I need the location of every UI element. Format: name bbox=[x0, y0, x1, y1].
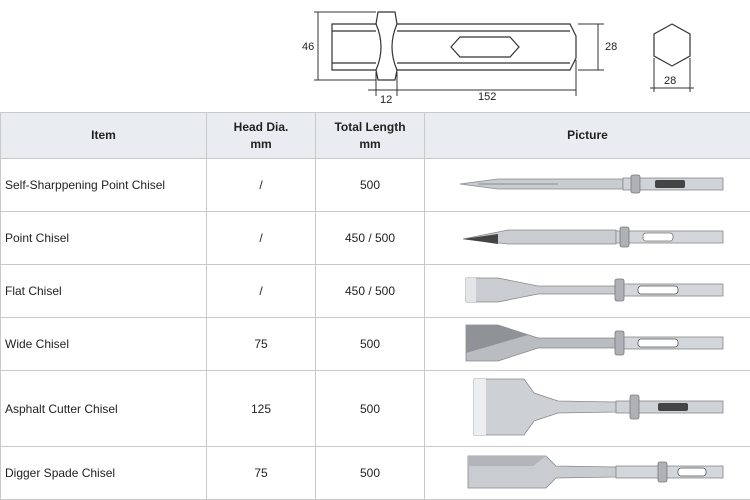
header-length-line1: Total Length bbox=[334, 119, 406, 134]
row-total-length: 500 bbox=[315, 158, 425, 212]
table-row: Wide Chisel 75 500 bbox=[0, 317, 750, 371]
row-head-dia: 75 bbox=[206, 446, 316, 500]
header-total-length: Total Length mm bbox=[315, 112, 425, 159]
table-row: Asphalt Cutter Chisel 125 500 bbox=[0, 370, 750, 447]
digger-spade-chisel-image bbox=[467, 455, 723, 488]
flat-chisel-image bbox=[465, 277, 723, 302]
dim-collar-label: 12 bbox=[380, 94, 392, 106]
table-header-row: Item Head Dia. mm Total Length mm Pictur… bbox=[0, 112, 750, 159]
shank-drawing: 46 28 12 152 28 bbox=[0, 0, 750, 112]
hex-profile-icon bbox=[653, 23, 691, 67]
chisel-spec-table: Item Head Dia. mm Total Length mm Pictur… bbox=[0, 112, 750, 500]
row-picture bbox=[424, 317, 750, 371]
dim-head-label: 46 bbox=[302, 41, 314, 53]
table-row: Self-Sharppening Point Chisel / 500 bbox=[0, 158, 750, 212]
table-row: Digger Spade Chisel 75 500 bbox=[0, 446, 750, 500]
row-item-name: Wide Chisel bbox=[0, 317, 207, 371]
row-head-dia: / bbox=[206, 264, 316, 318]
row-picture bbox=[424, 446, 750, 500]
row-head-dia: / bbox=[206, 158, 316, 212]
row-total-length: 500 bbox=[315, 317, 425, 371]
self-sharpening-point-chisel-image bbox=[459, 174, 723, 193]
row-total-length: 500 bbox=[315, 446, 425, 500]
row-head-dia: 75 bbox=[206, 317, 316, 371]
row-total-length: 500 bbox=[315, 370, 425, 447]
dim-length-label: 152 bbox=[478, 91, 496, 103]
header-length-line2: mm bbox=[359, 136, 381, 151]
header-picture: Picture bbox=[424, 112, 750, 159]
dim-hex-label: 28 bbox=[664, 75, 676, 87]
row-picture bbox=[424, 264, 750, 318]
row-item-name: Point Chisel bbox=[0, 211, 207, 265]
table-row: Point Chisel / 450 / 500 bbox=[0, 211, 750, 265]
row-picture bbox=[424, 211, 750, 265]
row-total-length: 450 / 500 bbox=[315, 264, 425, 318]
dim-shank-label: 28 bbox=[605, 41, 617, 53]
row-head-dia: / bbox=[206, 211, 316, 265]
header-item: Item bbox=[0, 112, 207, 159]
wide-chisel-image bbox=[465, 324, 723, 361]
header-head-dia-line2: mm bbox=[250, 136, 272, 151]
row-item-name: Flat Chisel bbox=[0, 264, 207, 318]
row-item-name: Digger Spade Chisel bbox=[0, 446, 207, 500]
header-head-dia: Head Dia. mm bbox=[206, 112, 316, 159]
row-item-name: Self-Sharppening Point Chisel bbox=[0, 158, 207, 212]
row-head-dia: 125 bbox=[206, 370, 316, 447]
row-item-name: Asphalt Cutter Chisel bbox=[0, 370, 207, 447]
row-picture bbox=[424, 158, 750, 212]
row-total-length: 450 / 500 bbox=[315, 211, 425, 265]
header-head-dia-line1: Head Dia. bbox=[233, 119, 289, 134]
row-picture bbox=[424, 370, 750, 447]
point-chisel-image bbox=[462, 226, 723, 247]
shank-drawing-svg: 46 28 12 152 28 bbox=[302, 11, 694, 106]
table-row: Flat Chisel / 450 / 500 bbox=[0, 264, 750, 318]
asphalt-cutter-chisel-image bbox=[473, 378, 723, 436]
